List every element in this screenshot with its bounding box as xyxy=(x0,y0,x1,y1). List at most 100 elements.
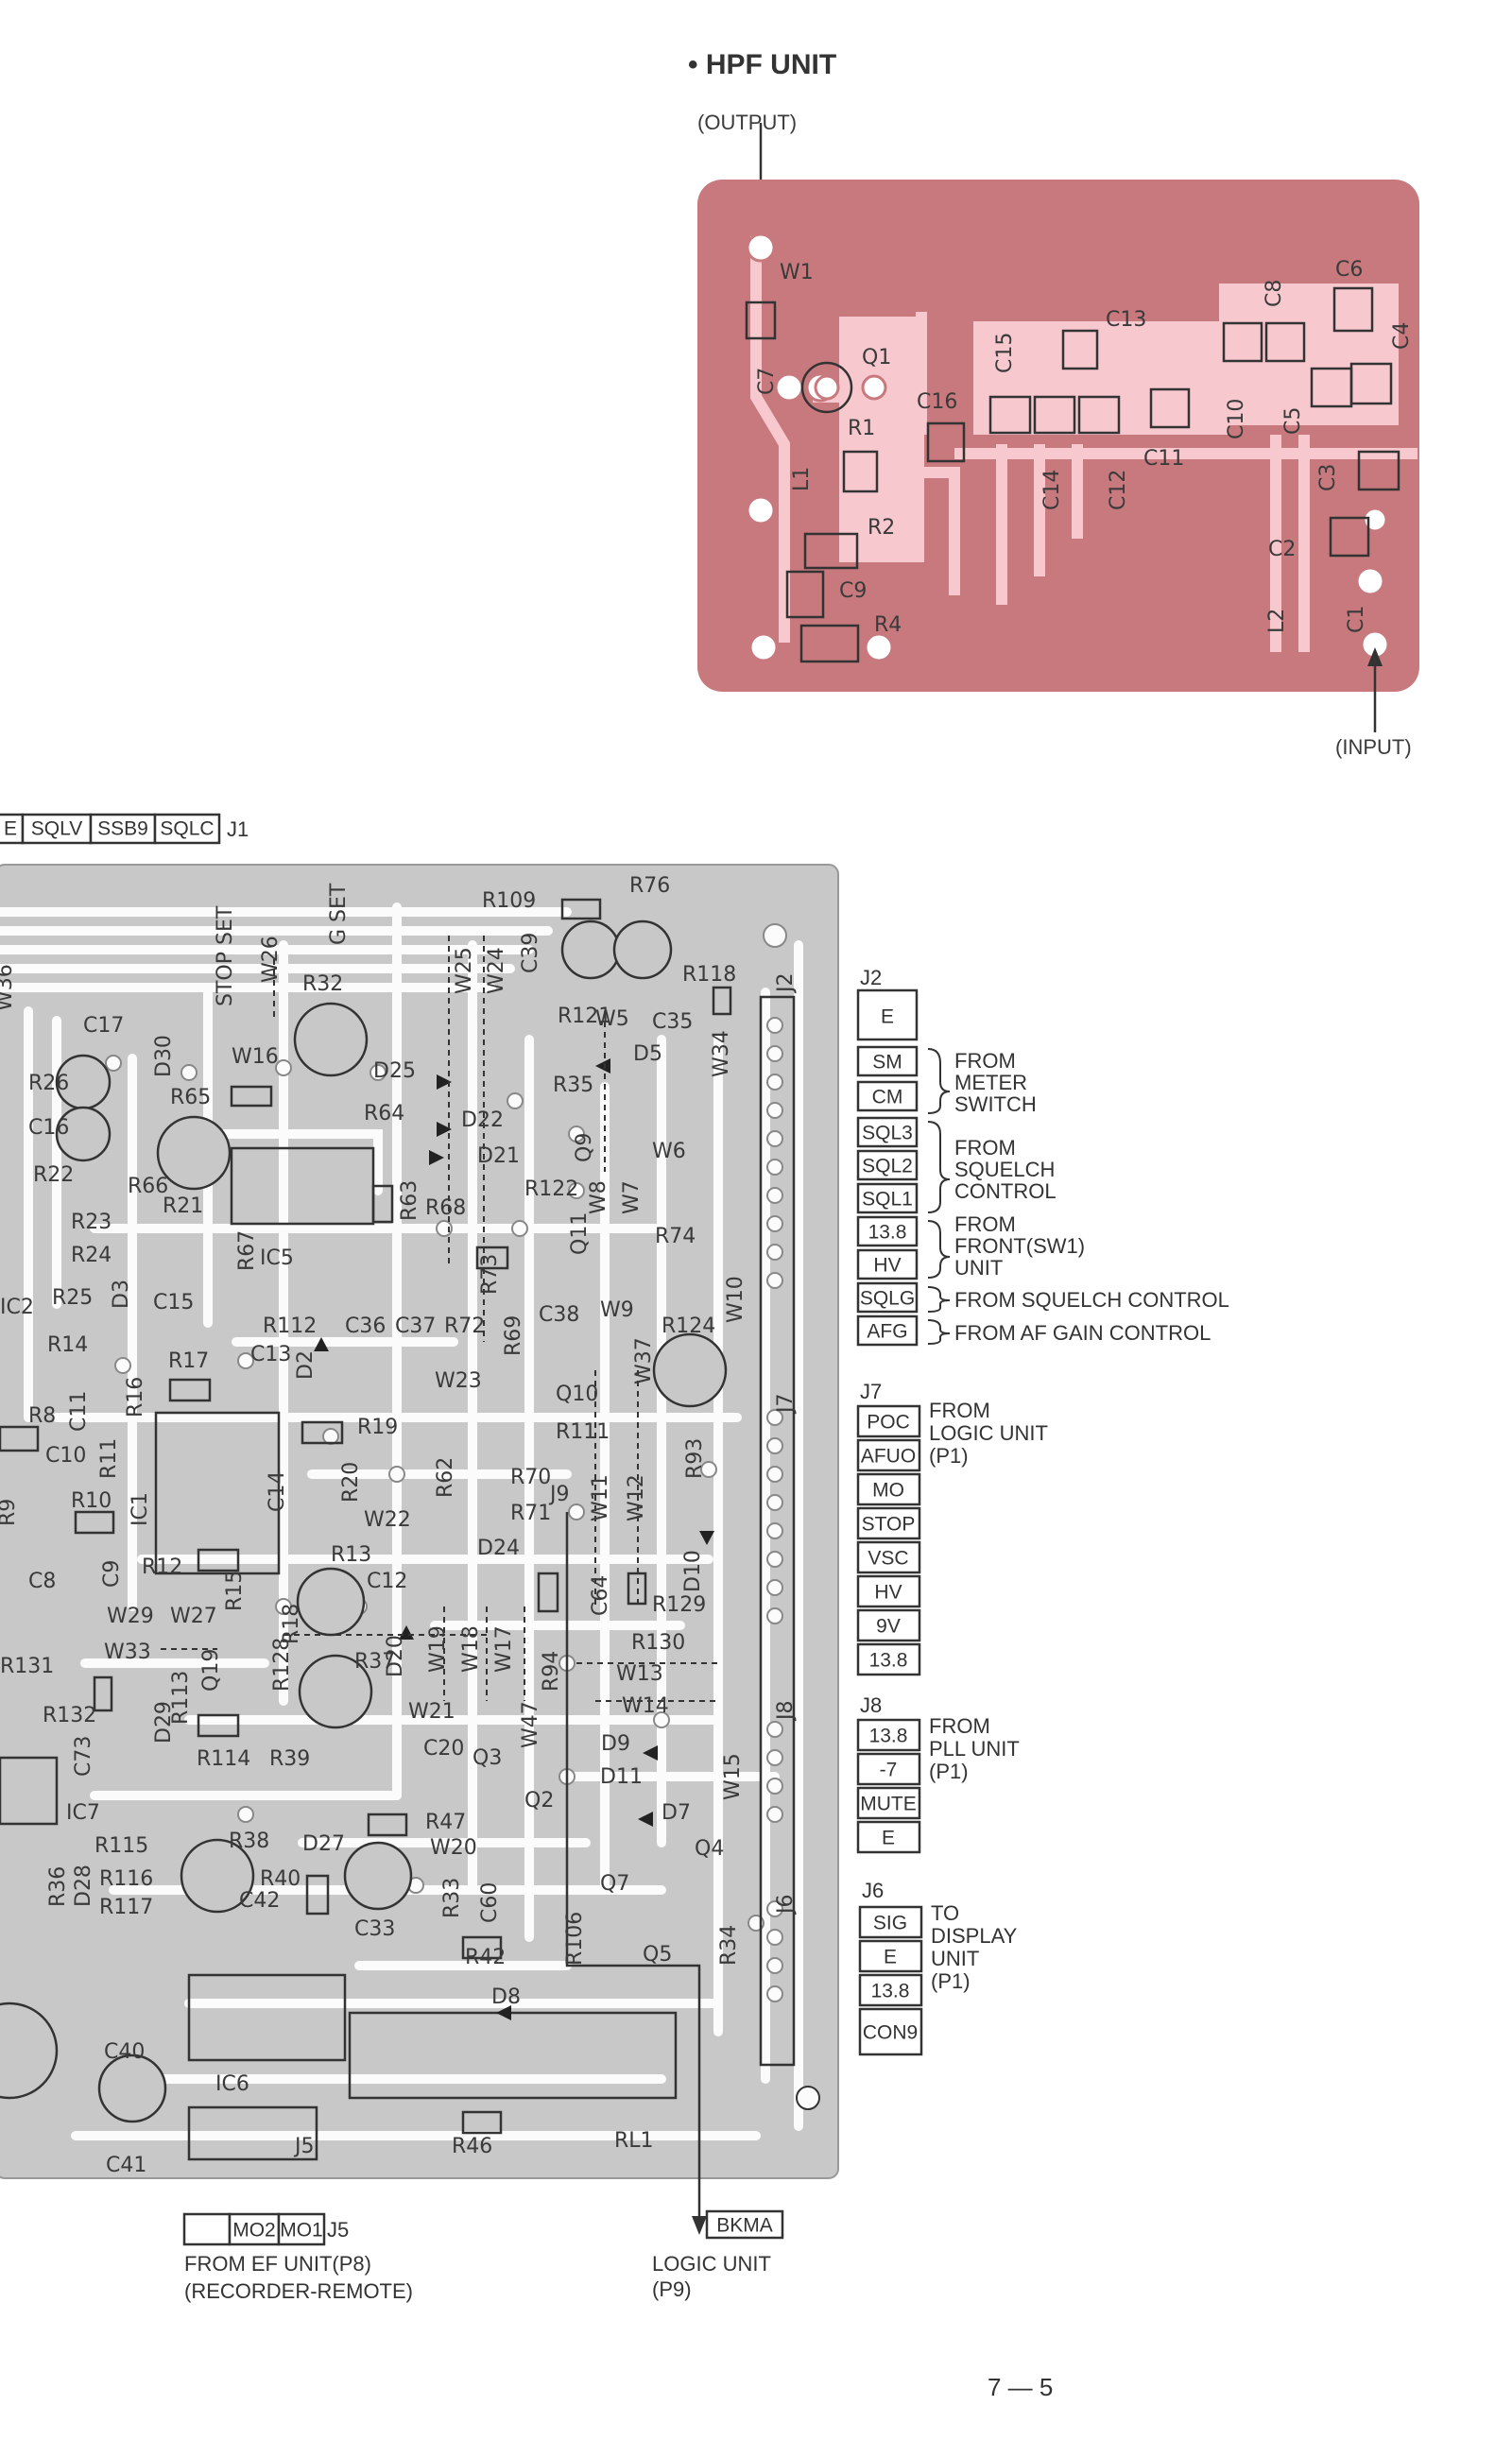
svg-text:L2: L2 xyxy=(1265,609,1289,633)
svg-text:C10: C10 xyxy=(1225,399,1248,439)
svg-text:R132: R132 xyxy=(43,1704,96,1727)
svg-text:W25: W25 xyxy=(453,947,476,994)
svg-text:J8: J8 xyxy=(774,1701,798,1723)
connector-bkma: BKMA LOGIC UNIT (P9) xyxy=(652,2209,784,2301)
j5-name: J5 xyxy=(327,2218,349,2242)
svg-text:R14: R14 xyxy=(47,1333,88,1357)
main-board-pads xyxy=(105,1017,783,2002)
svg-text:R109: R109 xyxy=(482,889,536,913)
j7-desc: FROM xyxy=(929,1399,990,1422)
svg-text:R25: R25 xyxy=(52,1286,93,1310)
svg-text:IC6: IC6 xyxy=(215,2072,249,2096)
svg-text:C4: C4 xyxy=(1390,322,1414,350)
svg-text:W37: W37 xyxy=(632,1337,656,1384)
j7-name: J7 xyxy=(860,1380,882,1403)
svg-text:C35: C35 xyxy=(652,1010,693,1034)
svg-text:W23: W23 xyxy=(435,1369,482,1393)
j2-desc: FRONT(SW1) xyxy=(954,1234,1085,1258)
svg-text:C15: C15 xyxy=(993,333,1017,373)
svg-text:C13: C13 xyxy=(250,1343,291,1366)
svg-text:C9: C9 xyxy=(839,579,867,603)
svg-text:W5: W5 xyxy=(595,1007,629,1031)
svg-text:STOP SET: STOP SET xyxy=(214,905,237,1006)
svg-text:R117: R117 xyxy=(99,1896,153,1919)
svg-text:R16: R16 xyxy=(124,1377,147,1418)
svg-text:C73: C73 xyxy=(72,1736,95,1777)
svg-text:C7: C7 xyxy=(755,368,779,395)
svg-text:R122: R122 xyxy=(524,1177,578,1201)
svg-text:C10: C10 xyxy=(45,1444,86,1468)
svg-text:W47: W47 xyxy=(519,1701,542,1748)
hpf-pads xyxy=(746,232,1390,662)
svg-text:W19: W19 xyxy=(426,1625,450,1673)
svg-text:R46: R46 xyxy=(452,2135,492,2158)
svg-text:D7: D7 xyxy=(662,1801,691,1825)
svg-text:R4: R4 xyxy=(874,613,902,637)
svg-text:R67: R67 xyxy=(235,1230,259,1271)
svg-text:R26: R26 xyxy=(28,1072,69,1095)
j2-desc: FROM xyxy=(954,1212,1016,1236)
j2-pin: AFG xyxy=(867,1321,907,1343)
svg-text:C16: C16 xyxy=(917,390,957,414)
svg-text:D21: D21 xyxy=(477,1144,520,1168)
svg-text:R36: R36 xyxy=(46,1866,70,1907)
j5-pin: MO2 xyxy=(232,2220,276,2242)
svg-text:R116: R116 xyxy=(99,1867,153,1891)
svg-text:RL1: RL1 xyxy=(614,2129,654,2153)
svg-text:C9: C9 xyxy=(100,1560,124,1588)
svg-text:D20: D20 xyxy=(384,1635,407,1677)
svg-text:IC7: IC7 xyxy=(66,1801,100,1825)
svg-text:L1: L1 xyxy=(790,467,814,491)
j5-desc: (RECORDER-REMOTE) xyxy=(184,2279,413,2303)
svg-text:R121: R121 xyxy=(558,1005,611,1028)
j6-name: J6 xyxy=(862,1879,884,1902)
svg-text:J5: J5 xyxy=(293,2135,315,2158)
svg-text:R130: R130 xyxy=(631,1631,685,1655)
svg-text:R68: R68 xyxy=(425,1196,466,1220)
j8-name: J8 xyxy=(860,1693,882,1717)
svg-text:C40: C40 xyxy=(104,2040,145,2064)
svg-text:D28: D28 xyxy=(72,1864,95,1907)
svg-text:W18: W18 xyxy=(459,1625,483,1673)
svg-text:R42: R42 xyxy=(465,1946,506,1969)
j7-desc: (P1) xyxy=(929,1444,969,1468)
svg-text:R15: R15 xyxy=(223,1571,247,1611)
svg-text:R20: R20 xyxy=(339,1462,363,1503)
svg-text:R39: R39 xyxy=(269,1747,310,1771)
j2-pin: 13.8 xyxy=(868,1222,907,1244)
svg-text:D22: D22 xyxy=(461,1108,504,1132)
svg-text:D8: D8 xyxy=(491,1985,521,2009)
j6-desc: DISPLAY xyxy=(931,1924,1018,1948)
svg-text:W1: W1 xyxy=(780,261,814,284)
hpf-trace xyxy=(996,435,1310,652)
svg-text:C15: C15 xyxy=(153,1291,194,1314)
svg-text:D27: D27 xyxy=(302,1832,345,1856)
j2-pin: CM xyxy=(872,1087,903,1108)
q1-outline xyxy=(800,361,853,414)
svg-text:W36: W36 xyxy=(0,964,17,1011)
j2-name: J2 xyxy=(860,966,882,989)
svg-text:Q19: Q19 xyxy=(199,1649,223,1692)
svg-text:C16: C16 xyxy=(28,1116,69,1140)
svg-text:C14: C14 xyxy=(266,1471,289,1512)
svg-text:R33: R33 xyxy=(440,1878,464,1918)
svg-text:R18: R18 xyxy=(280,1604,303,1644)
svg-text:R106: R106 xyxy=(563,1912,587,1966)
svg-text:W12: W12 xyxy=(625,1474,648,1521)
svg-text:R13: R13 xyxy=(331,1543,371,1567)
j7-pin: STOP xyxy=(862,1514,916,1536)
svg-text:C41: C41 xyxy=(106,2154,146,2177)
j2-desc: SQUELCH xyxy=(954,1158,1055,1181)
svg-text:C12: C12 xyxy=(1107,470,1130,510)
svg-text:R129: R129 xyxy=(652,1593,706,1617)
svg-text:R131: R131 xyxy=(0,1655,54,1678)
j7-pin: VSC xyxy=(868,1548,908,1570)
j8-desc: FROM xyxy=(929,1714,990,1738)
hpf-copper-area xyxy=(839,317,924,562)
svg-text:W34: W34 xyxy=(710,1030,733,1077)
svg-text:C11: C11 xyxy=(67,1391,91,1432)
svg-text:Q1: Q1 xyxy=(862,346,891,369)
connector-j1: E SQLV SSB9 SQLC J1 xyxy=(0,813,249,845)
svg-text:Q10: Q10 xyxy=(556,1383,598,1406)
